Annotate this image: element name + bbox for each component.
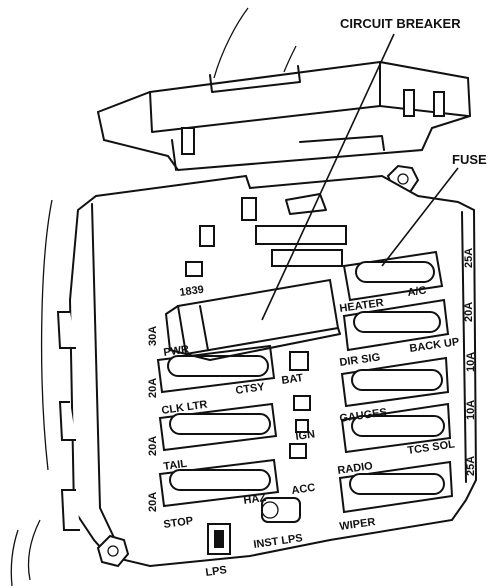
label-lps: LPS bbox=[205, 564, 228, 579]
rating-20a-left-3: 20A bbox=[147, 492, 159, 512]
label-dir-sig: DIR SIG bbox=[339, 351, 381, 369]
left-fuse-column bbox=[156, 344, 301, 523]
label-haz: HAZ bbox=[243, 492, 267, 507]
rating-20a-left-2: 20A bbox=[147, 436, 159, 456]
label-acc: ACC bbox=[291, 482, 316, 497]
mounting-bolt-lower bbox=[96, 534, 130, 568]
label-pwr: PWR bbox=[163, 344, 190, 359]
label-ctsy: CTSY bbox=[235, 381, 266, 397]
label-stop: STOP bbox=[163, 515, 194, 531]
label-bat: BAT bbox=[281, 372, 305, 387]
label-tail: TAIL bbox=[163, 458, 188, 473]
fuse-leader bbox=[381, 167, 459, 267]
left-mounting-tabs bbox=[56, 311, 80, 531]
middle-terminals bbox=[289, 351, 311, 459]
label-wiper: WIPER bbox=[339, 516, 376, 533]
circuit-breaker-block bbox=[165, 278, 341, 361]
fuse-callout: FUSE bbox=[452, 152, 487, 167]
top-connector bbox=[96, 60, 472, 172]
lps-socket bbox=[207, 523, 231, 555]
label-1839: 1839 bbox=[179, 284, 205, 299]
rating-20a-left-1: 20A bbox=[147, 378, 159, 398]
rating-30a: 30A bbox=[147, 326, 159, 346]
label-ac: A/C bbox=[407, 284, 427, 299]
rating-20a-right: 20A bbox=[463, 302, 475, 322]
circuit-breaker-callout: CIRCUIT BREAKER bbox=[340, 16, 461, 31]
label-radio: RADIO bbox=[337, 460, 374, 477]
rating-10a-2: 10A bbox=[465, 400, 477, 420]
rating-25a-bottom: 25A bbox=[465, 456, 477, 476]
wire-harness bbox=[10, 7, 297, 587]
circuit-breaker-leader bbox=[261, 33, 395, 321]
rating-10a-1: 10A bbox=[465, 352, 477, 372]
rating-25a-top: 25A bbox=[463, 248, 475, 268]
label-ign: IGN bbox=[295, 428, 316, 443]
right-fuse-column bbox=[338, 250, 454, 514]
